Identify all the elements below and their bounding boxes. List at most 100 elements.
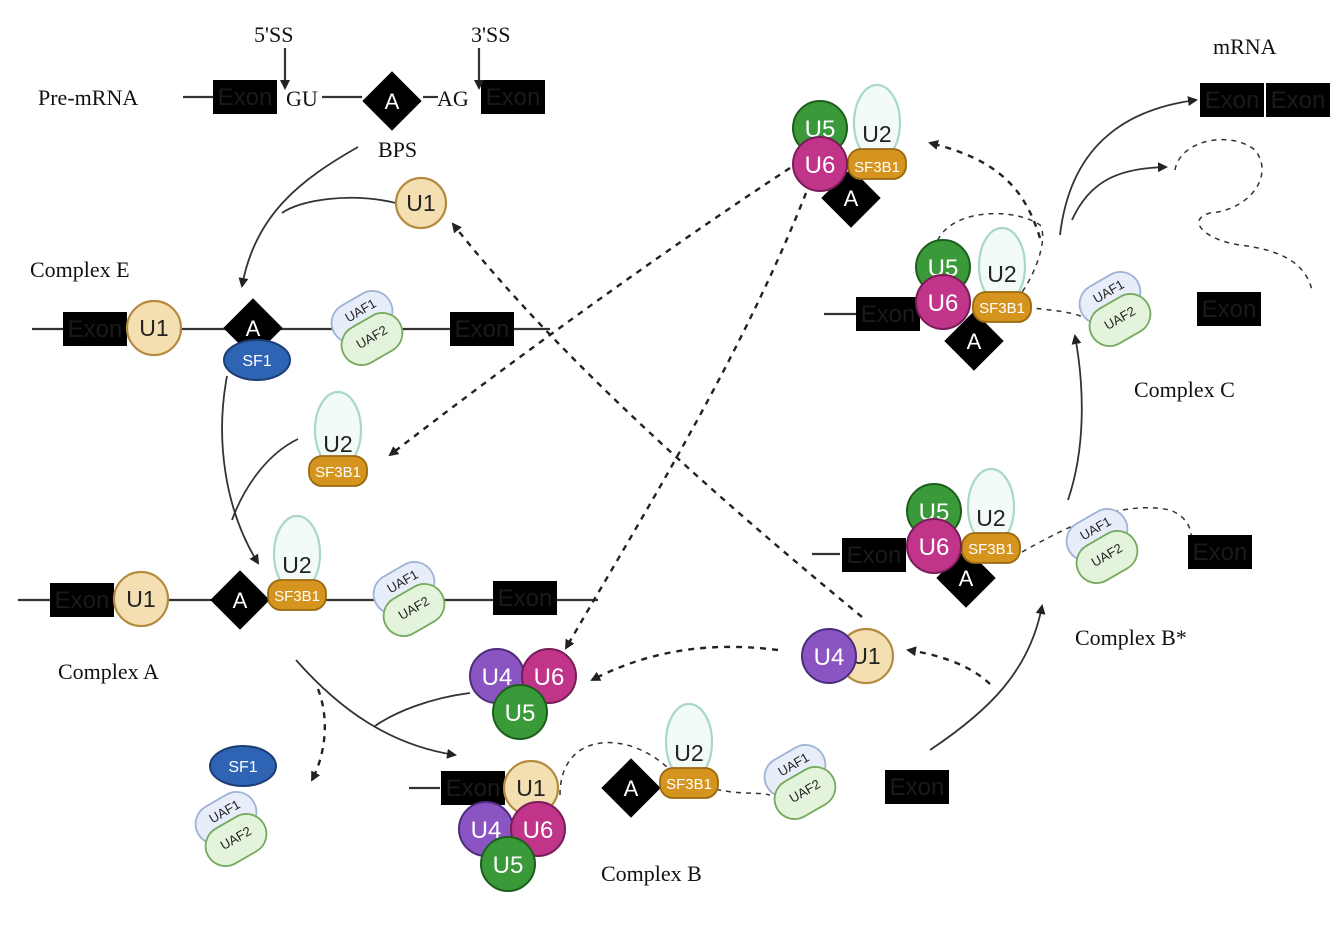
complex-b-star-exon-3: Exon: [1188, 535, 1252, 569]
complex-b-u1: U1: [502, 759, 560, 817]
complex-e: Complex E Exon U1 A SF1 UAF1 UAF2 Exon: [30, 257, 550, 381]
complex-a-exon-3: Exon: [493, 581, 557, 615]
svg-text:SF3B1: SF3B1: [968, 541, 1014, 558]
ag-label: AG: [437, 86, 469, 111]
svg-text:A: A: [233, 588, 248, 613]
complex-b-label: Complex B: [601, 861, 702, 886]
svg-text:U5: U5: [505, 700, 536, 727]
svg-text:U2: U2: [282, 552, 311, 578]
mature-mrna: mRNA Exon Exon: [1200, 34, 1330, 117]
complex-a-label: Complex A: [58, 659, 159, 684]
svg-text:U6: U6: [919, 534, 950, 561]
complex-c-uaf-pair: UAF1 UAF2: [1071, 263, 1159, 355]
complex-a: Exon U1 A U2 SF3B1 UAF1 UAF2 Exon Comple…: [18, 514, 598, 684]
svg-text:A: A: [624, 776, 639, 801]
tri-u5: U5: [492, 684, 548, 740]
pre-mrna-exon-5: Exon: [213, 80, 277, 114]
u2-joining-curve: [231, 438, 299, 521]
arrow-complex-e-to-a: [221, 375, 260, 565]
svg-text:SF1: SF1: [242, 353, 271, 370]
svg-text:SF3B1: SF3B1: [854, 159, 900, 176]
arrow-lariat-release: [1071, 162, 1168, 221]
released-branch-a: A: [821, 168, 881, 228]
free-u1: U1: [394, 176, 448, 230]
released-u6: U6: [792, 136, 848, 192]
complex-b-u5: U5: [480, 836, 536, 892]
arrow-u2-recycle: [388, 166, 791, 457]
svg-text:Exon: Exon: [1205, 87, 1260, 114]
svg-text:SF1: SF1: [228, 759, 257, 776]
complex-b-intron-loop: [559, 741, 771, 796]
complex-c-exon-3: Exon: [1197, 292, 1261, 326]
svg-text:Exon: Exon: [455, 316, 510, 343]
mrna-exon-3: Exon: [1266, 83, 1330, 117]
complex-b-star-label: Complex B*: [1075, 625, 1187, 650]
complex-c: Exon A U2 SF3B1 U5 U6 UAF1 UAF2 Exon Com…: [824, 212, 1261, 402]
complex-b-star-exon-5: Exon: [842, 538, 906, 572]
complex-b-exon-5: Exon: [441, 771, 505, 805]
arrow-complex-c-to-mrna: [1059, 96, 1198, 236]
complex-b-branch-a: A: [601, 758, 661, 818]
pre-mrna-label: Pre-mRNA: [38, 85, 138, 110]
svg-text:Exon: Exon: [861, 301, 916, 328]
svg-text:Exon: Exon: [486, 84, 541, 111]
complex-c-label: Complex C: [1134, 377, 1235, 402]
gu-label: GU: [286, 86, 318, 111]
svg-text:Exon: Exon: [68, 316, 123, 343]
mrna-label: mRNA: [1213, 34, 1277, 59]
svg-text:U6: U6: [805, 152, 836, 179]
complex-a-branch-a: A: [210, 570, 270, 630]
complex-a-u1: U1: [112, 570, 170, 628]
complex-b: Exon U1 U4 U6 U5 A U2 SF3B1 UAF1 UAF2 Ex…: [409, 702, 949, 892]
tri-snrnp-joining-curve: [374, 692, 471, 727]
svg-text:A: A: [959, 566, 974, 591]
complex-a-uaf-pair: UAF1 UAF2: [365, 553, 453, 645]
arrow-u1-recycle: [451, 222, 863, 618]
svg-text:Exon: Exon: [446, 775, 501, 802]
free-tri-snrnp: U4 U6 U5: [469, 648, 577, 740]
arrow-complex-a-to-b: [295, 659, 457, 759]
branch-point-a: A: [362, 71, 422, 131]
complex-b-star: Exon A U2 SF3B1 U5 U6 UAF1 UAF2 Exon Com…: [812, 467, 1252, 650]
svg-text:A: A: [385, 89, 400, 114]
complex-e-exon-5: Exon: [63, 312, 127, 346]
arrow-u4-to-tri-snrnp: [590, 645, 779, 682]
released-uaf-pair: UAF1 UAF2: [187, 783, 275, 875]
svg-text:U6: U6: [534, 664, 565, 691]
svg-text:Exon: Exon: [218, 84, 273, 111]
arrow-u5-u6-recycle: [564, 192, 808, 650]
complex-c-u6: U6: [915, 274, 971, 330]
released-lariat-intron: [1174, 138, 1313, 291]
svg-text:U1: U1: [126, 586, 155, 612]
pre-mrna-group: Pre-mRNA Exon GU A AG Exon 5'SS 3'SS BPS: [38, 22, 545, 162]
complex-a-exon-5: Exon: [50, 583, 114, 617]
svg-text:Exon: Exon: [890, 774, 945, 801]
complex-b-u2: U2 SF3B1: [658, 702, 720, 800]
complex-e-exon-3: Exon: [450, 312, 514, 346]
svg-text:Exon: Exon: [498, 585, 553, 612]
mrna-exon-5: Exon: [1200, 83, 1264, 117]
svg-text:U2: U2: [862, 121, 891, 147]
complex-b-star-branch-a: A: [936, 548, 996, 608]
complex-a-u2: U2 SF3B1: [266, 514, 328, 612]
svg-text:Exon: Exon: [1193, 539, 1248, 566]
complex-c-u2: U2 SF3B1: [971, 226, 1033, 324]
svg-text:SF3B1: SF3B1: [315, 464, 361, 481]
svg-text:U2: U2: [323, 431, 352, 457]
released-post-splicing-snrnps: A U2 SF3B1 U5 U6: [792, 83, 908, 228]
five-ss-label: 5'SS: [254, 22, 293, 47]
svg-text:U4: U4: [814, 644, 845, 671]
svg-text:A: A: [844, 186, 859, 211]
complex-b-star-u2: U2 SF3B1: [960, 467, 1022, 565]
svg-text:U5: U5: [493, 852, 524, 879]
complex-b-star-u6: U6: [906, 518, 962, 574]
svg-text:U2: U2: [987, 261, 1016, 287]
complex-b-star-intron-loop: [1021, 507, 1192, 553]
complex-e-u1: U1: [125, 299, 183, 357]
complex-e-uaf-pair: UAF1 UAF2: [323, 282, 411, 374]
svg-text:U1: U1: [139, 315, 168, 341]
arrow-complex-b-star-to-c: [1067, 334, 1083, 501]
svg-text:SF3B1: SF3B1: [274, 588, 320, 605]
u1-joining-curve: [281, 196, 397, 214]
